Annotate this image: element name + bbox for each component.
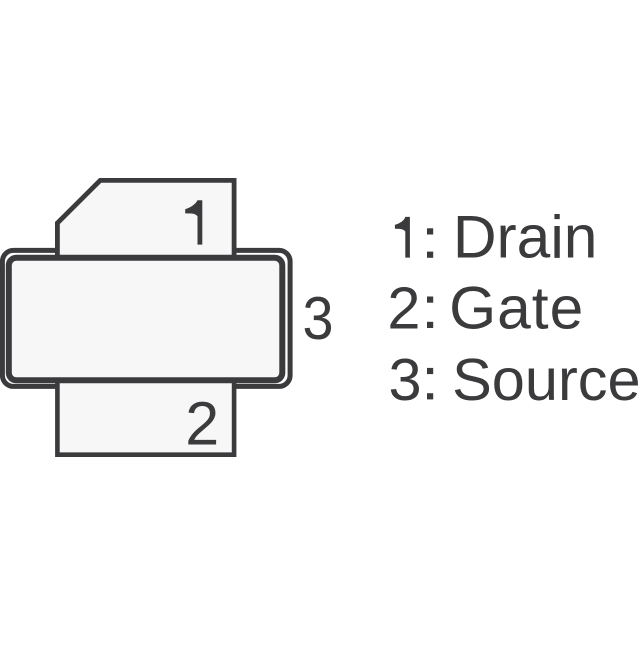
svg-text:2: 2: [387, 275, 420, 342]
svg-text:Source: Source: [452, 346, 640, 413]
svg-text:3: 3: [303, 285, 334, 352]
svg-text:3: 3: [389, 346, 422, 413]
svg-text:Drain: Drain: [453, 202, 598, 270]
svg-text:2: 2: [185, 390, 219, 458]
svg-text:Gate: Gate: [449, 274, 584, 342]
